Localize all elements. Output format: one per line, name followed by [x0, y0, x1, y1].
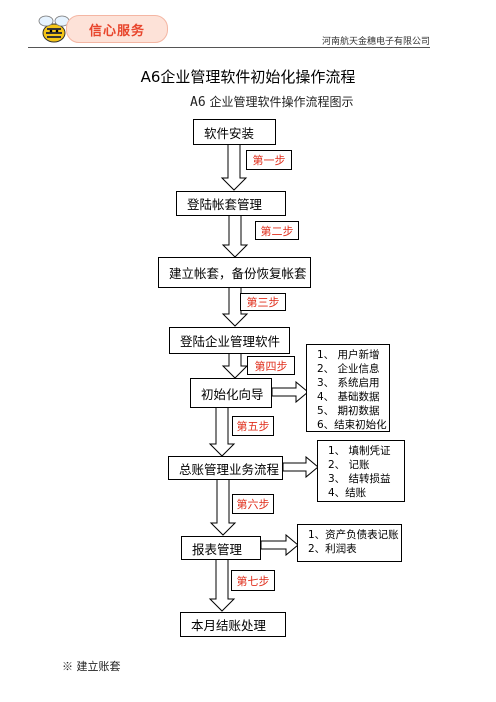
node-create-account-set: 建立帐套，备份恢复帐套	[158, 257, 311, 288]
arrow-wizard-to-items	[271, 380, 309, 404]
list-item: 5、 期初数据	[317, 405, 380, 417]
node-month-close: 本月结账处理	[180, 612, 286, 637]
arrow-software-to-wizard	[221, 351, 249, 379]
diagram-subtitle: A6 企业管理软件操作流程图示	[190, 93, 354, 110]
step-label-4: 第四步	[247, 356, 295, 375]
arrow-wizard-to-gl	[208, 406, 236, 457]
node-init-wizard: 初始化向导	[190, 378, 272, 408]
step-label-6: 第六步	[232, 494, 274, 514]
footnote: ※ 建立账套	[62, 660, 121, 673]
subtitle-text: 企业管理软件操作流程图示	[209, 95, 354, 109]
step-label-3: 第三步	[240, 293, 286, 311]
list-item: 4、 基础数据	[317, 391, 380, 403]
list-item: 3、 系统启用	[317, 377, 380, 389]
list-item: 2、 企业信息	[317, 363, 380, 375]
list-item: 1、 填制凭证	[328, 445, 391, 457]
company-logo: 信心服务	[30, 12, 170, 46]
step-label-7: 第七步	[231, 570, 275, 591]
node-login-account-set: 登陆帐套管理	[176, 191, 286, 216]
node-report-mgmt: 报表管理	[181, 536, 261, 560]
arrow-gl-to-items	[282, 455, 319, 479]
node-login-software: 登陆企业管理软件	[169, 327, 290, 354]
document-title: A6企业管理软件初始化操作流程	[140, 68, 356, 86]
company-name: 河南航天金穗电子有限公司	[321, 37, 430, 47]
step-label-1: 第一步	[246, 150, 292, 170]
list-item: 1、资产负债表记账	[308, 529, 399, 541]
init-wizard-items: 1、 用户新增 2、 企业信息 3、 系统启用 4、 基础数据 5、 期初数据 …	[306, 344, 390, 432]
list-item: 4、结账	[328, 487, 367, 499]
subtitle-prefix: A6	[190, 95, 206, 110]
arrow-login-to-create	[221, 213, 249, 258]
list-item: 2、 记账	[328, 459, 370, 471]
arrow-report-to-items	[260, 533, 299, 557]
list-item: 1、 用户新增	[317, 349, 380, 361]
list-item: 6、结束初始化	[317, 419, 387, 431]
arrow-report-to-close	[208, 557, 236, 612]
node-gl-process: 总账管理业务流程	[168, 456, 283, 480]
step-label-2: 第二步	[255, 221, 299, 240]
header-divider	[28, 47, 430, 48]
arrow-gl-to-report	[209, 478, 237, 536]
report-items: 1、资产负债表记账 2、利润表	[297, 524, 402, 562]
list-item: 2、利润表	[308, 543, 357, 555]
logo-text: 信心服务	[66, 15, 168, 43]
arrow-install-to-login	[220, 143, 248, 191]
list-item: 3、 结转损益	[328, 473, 391, 485]
step-label-5: 第五步	[232, 416, 274, 436]
gl-items: 1、 填制凭证 2、 记账 3、 结转损益 4、结账	[317, 440, 405, 502]
node-install: 软件安装	[193, 119, 276, 145]
